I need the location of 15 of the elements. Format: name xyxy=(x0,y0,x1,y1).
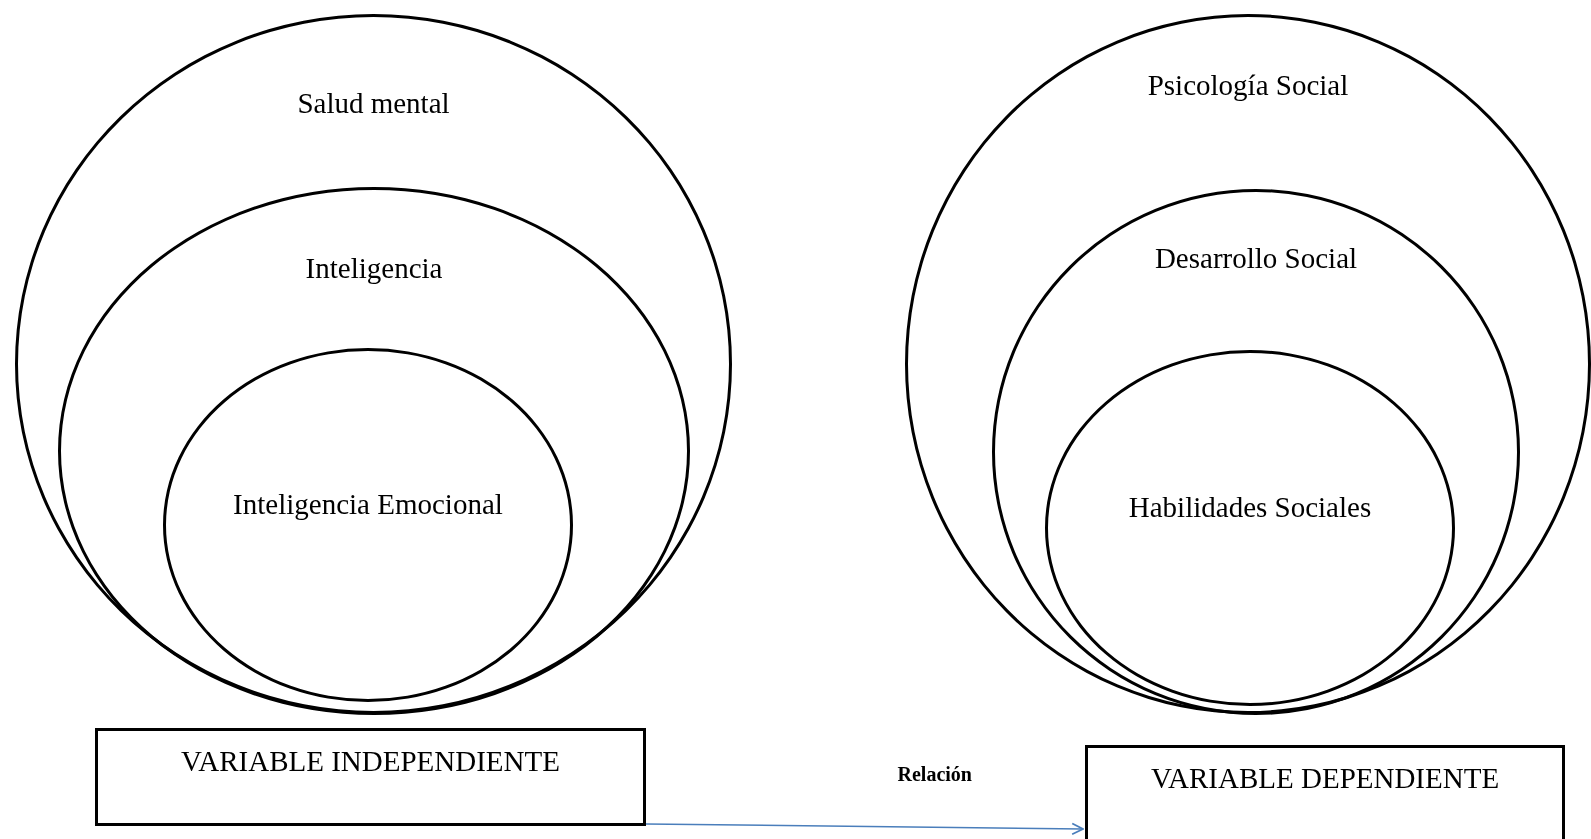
variable-box: VARIABLE INDEPENDIENTE xyxy=(95,728,646,826)
concept-label: Habilidades Sociales xyxy=(1128,491,1372,523)
concept-label: Salud mental xyxy=(297,87,450,119)
concept-ellipse xyxy=(905,14,1591,714)
arrow xyxy=(645,822,1084,836)
concept-ellipse xyxy=(163,348,573,702)
concept-ellipse xyxy=(1045,350,1455,706)
concept-label: Inteligencia Emocional xyxy=(233,488,503,520)
concept-ellipse xyxy=(992,189,1520,715)
concept-label: Desarrollo Social xyxy=(1154,242,1358,274)
variable-box: VARIABLE DEPENDIENTE xyxy=(1085,745,1565,839)
concept-ellipse xyxy=(58,187,690,715)
concept-label: Psicología Social xyxy=(1147,69,1349,101)
concept-label: Inteligencia xyxy=(305,252,443,284)
concept-ellipse xyxy=(15,14,732,714)
